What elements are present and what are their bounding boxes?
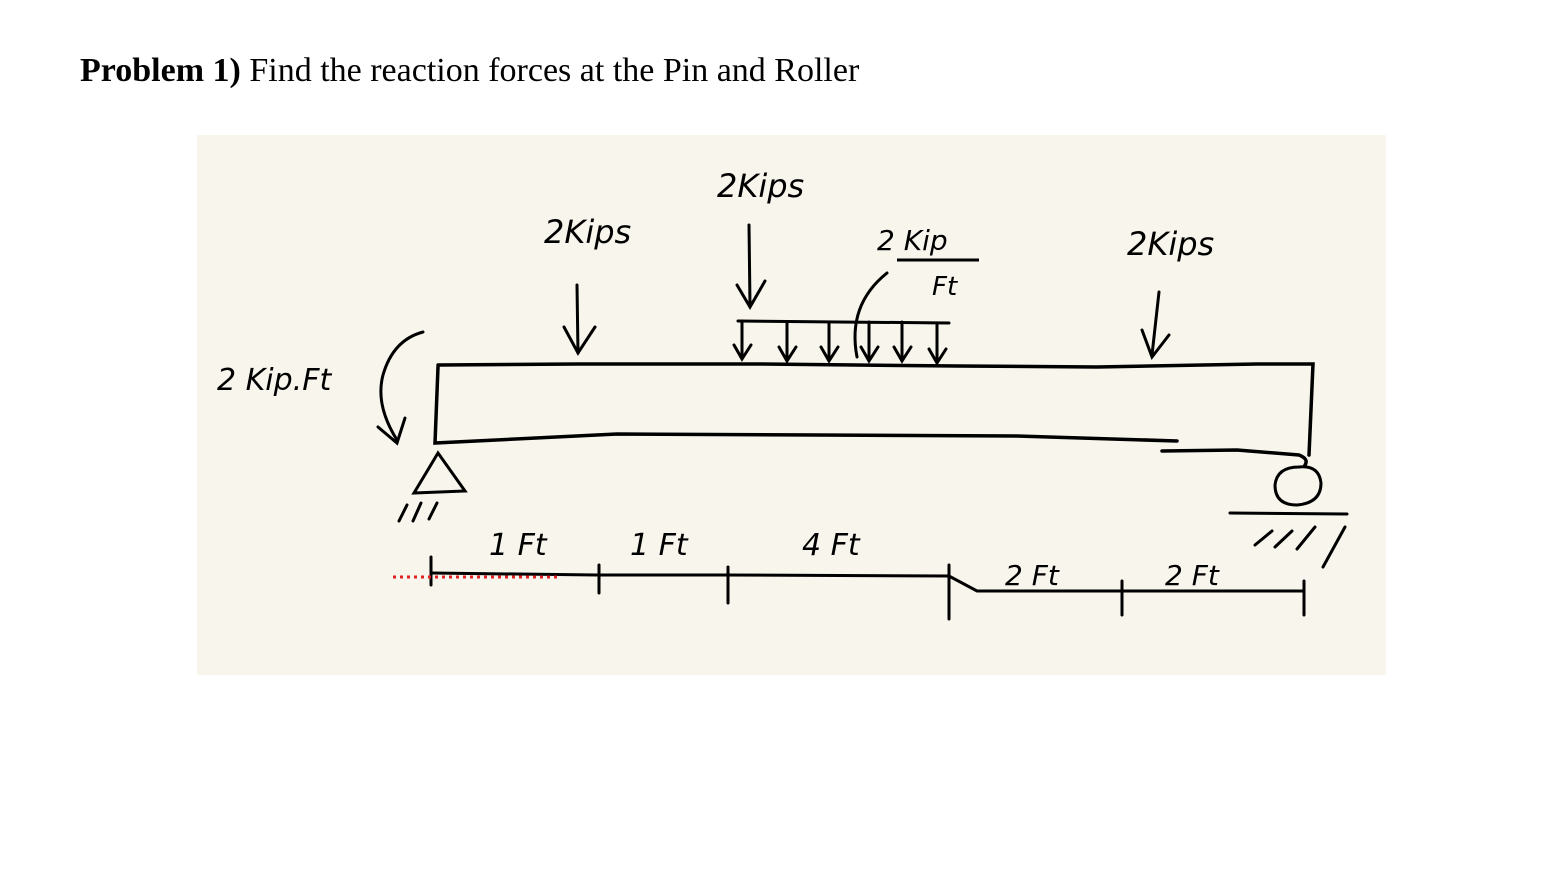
point-load-1-label: 2Kips [544,213,631,251]
moment-arrow-icon [376,330,425,446]
point-load-2-arrow-icon [735,223,767,310]
problem-text: Find the reaction forces at the Pin and … [249,52,860,89]
distributed-load-unit-label: Ft [932,272,958,302]
figure-background [197,135,1386,675]
roller-icon [1228,465,1349,569]
point-load-2-label: 2Kips [717,167,804,205]
point-load-1-arrow-icon [562,283,597,356]
dimension-line [429,555,1306,621]
dimension-label-1: 1 Ft [489,528,548,563]
dimension-label-4: 2 Ft [1005,559,1060,592]
moment-label: 2 Kip.Ft [217,363,332,398]
distributed-load-leader-line [853,271,889,359]
beam-diagram: 2 Kip.Ft 2Kips 2Kips 2 Kip Ft 2Kips [197,135,1386,675]
pin-icon [397,450,468,523]
beam-figure: 2 Kip.Ft 2Kips 2Kips 2 Kip Ft 2Kips [197,135,1386,675]
distributed-load-value-label: 2 Kip [877,224,948,257]
distributed-load-arrows-icon [732,319,951,366]
problem-label: Problem 1) [80,52,241,89]
problem-heading: Problem 1) Find the reaction forces at t… [80,52,859,90]
point-load-3-arrow-icon [1140,290,1171,361]
dimension-label-3: 4 Ft [802,528,861,563]
point-load-3-label: 2Kips [1127,225,1214,263]
dimension-label-2: 1 Ft [630,528,689,563]
beam [433,362,1315,467]
dimension-label-5: 2 Ft [1165,559,1220,592]
